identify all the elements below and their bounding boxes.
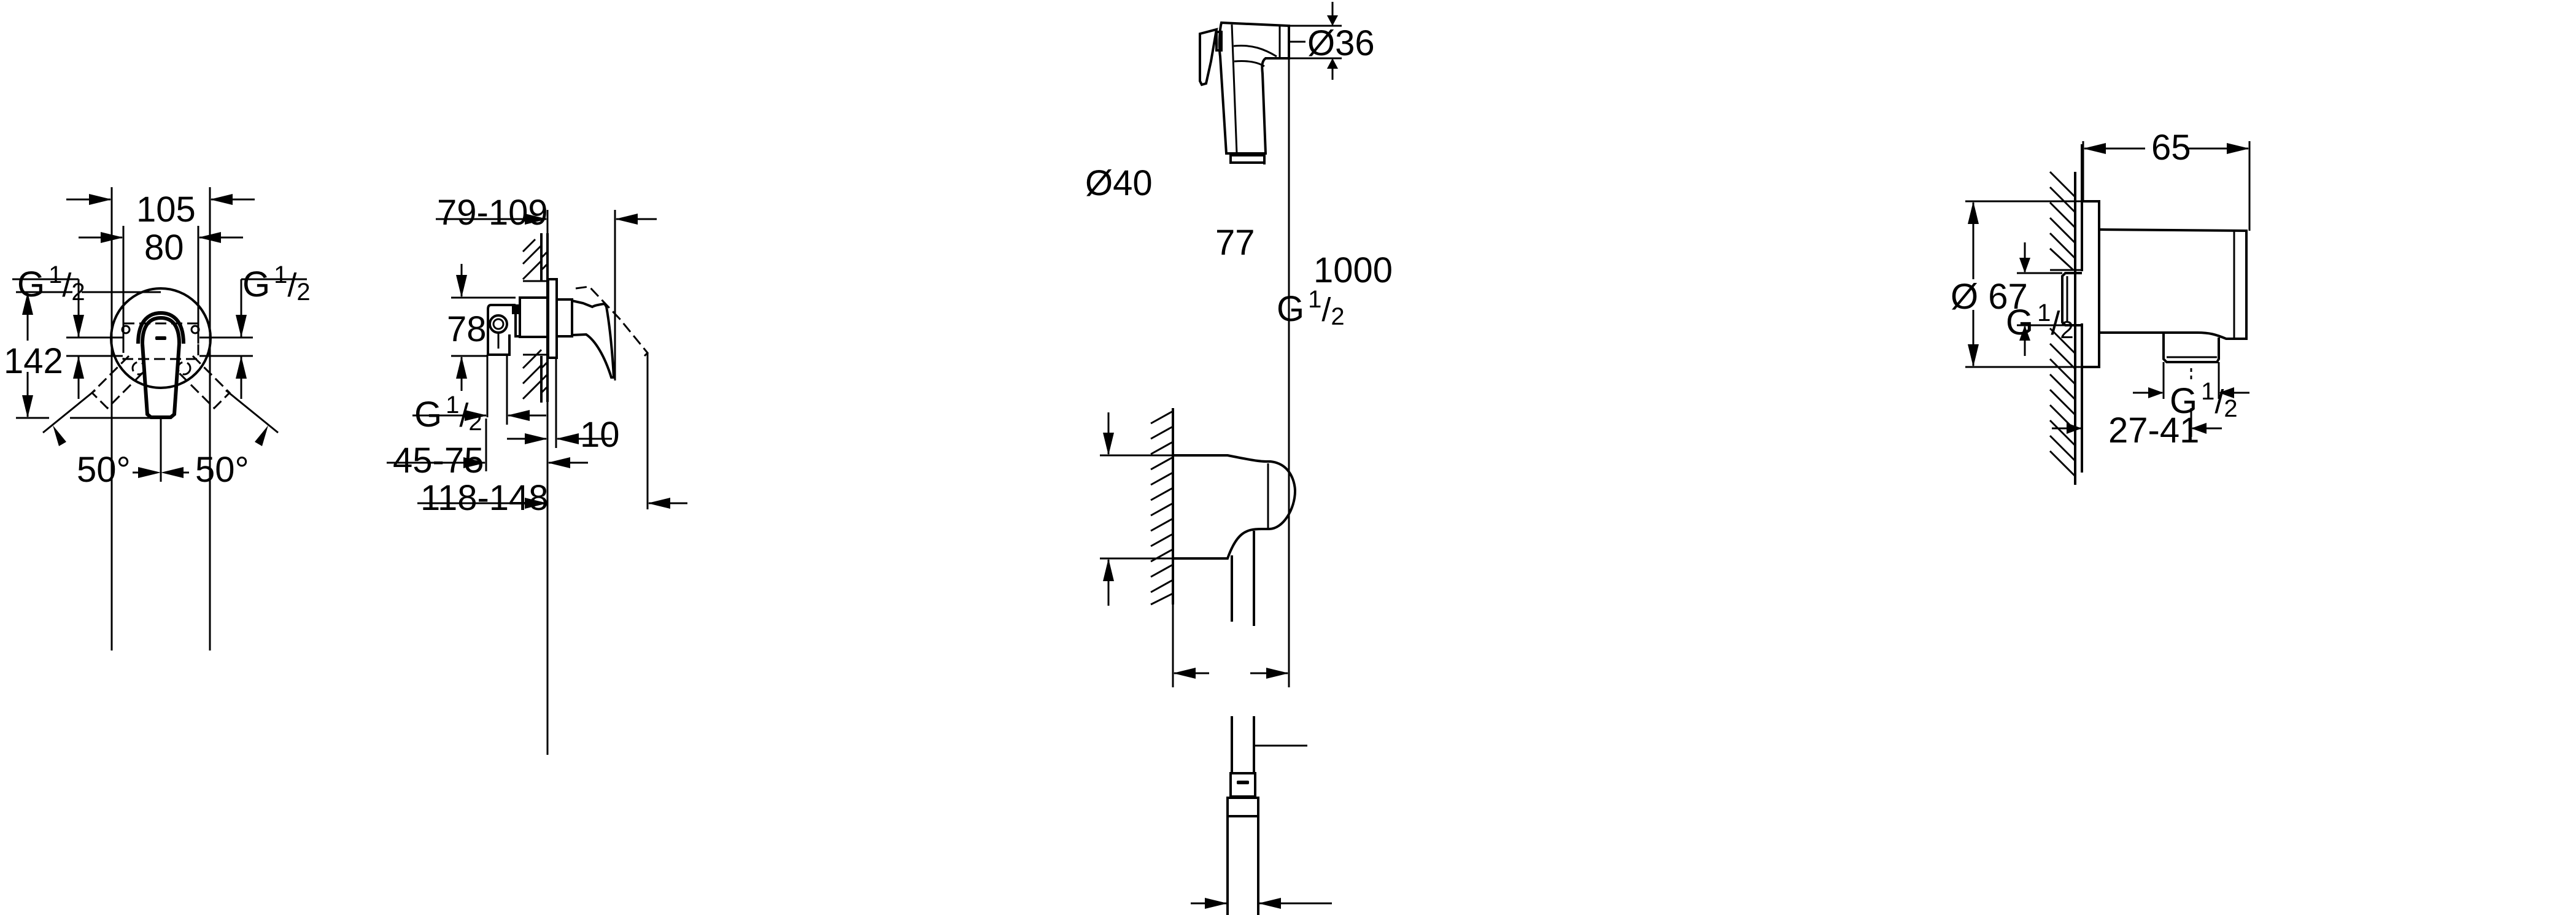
- dim-head-diameter: Ø36: [1307, 23, 1375, 63]
- wall-outlet-view: [1965, 141, 2251, 485]
- dim-width-inner: 80: [144, 228, 184, 268]
- dim-flange-diameter: Ø 67: [1951, 277, 2028, 317]
- hand-shower-view: [1100, 2, 1342, 915]
- dim-hose-length: 1000: [1313, 250, 1393, 290]
- mixer-front-view: [12, 187, 307, 651]
- dim-holder-diameter: Ø40: [1085, 163, 1153, 203]
- dim-height: 142: [4, 341, 63, 381]
- dim-depth-range: 27-41: [2108, 411, 2200, 450]
- dim-projection-77: 77: [1215, 223, 1255, 263]
- mixer-side-view: [387, 210, 687, 755]
- dim-plate: 10: [580, 415, 620, 455]
- angle-right: 50°: [195, 450, 249, 490]
- dim-depth-top: 79-109: [437, 193, 548, 233]
- dim-width-outer: 105: [136, 190, 196, 230]
- dim-depth-b: 118-148: [420, 478, 549, 518]
- dim-projection-65: 65: [2151, 128, 2191, 168]
- angle-left: 50°: [77, 450, 131, 490]
- dim-body-height: 78: [447, 309, 487, 349]
- dim-depth-a: 45-75: [393, 441, 484, 481]
